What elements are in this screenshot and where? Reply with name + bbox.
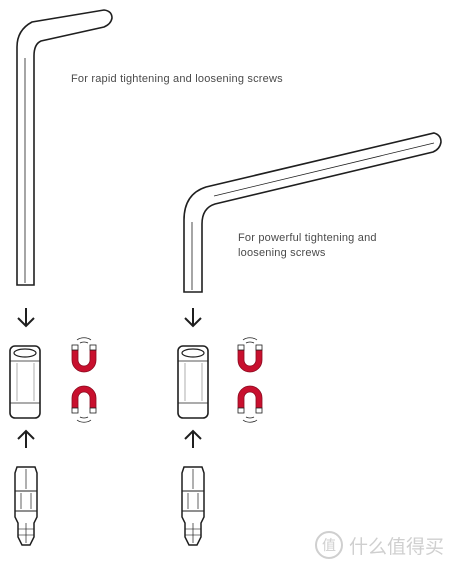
magnet-field-lines-icon [242, 337, 258, 344]
magnetic-sleeve-icon [9, 345, 41, 419]
arrow-up-icon [17, 430, 35, 449]
caption-powerful-line1: For powerful tightening and [238, 232, 377, 244]
watermark-logo-icon: 值 [314, 531, 343, 559]
arrow-down-icon [184, 307, 202, 327]
horseshoe-magnet-icon [237, 344, 263, 373]
arrow-up-icon [184, 430, 202, 449]
short-hex-key-icon [16, 9, 113, 286]
long-hex-key-icon [183, 132, 442, 293]
watermark: 值 什么值得买 [314, 530, 444, 560]
horseshoe-magnet-icon [237, 385, 263, 414]
magnet-field-lines-icon [76, 416, 92, 423]
torx-bit-icon [181, 466, 205, 546]
magnet-top-left [71, 337, 97, 373]
magnet-bottom-right [237, 385, 263, 423]
caption-powerful-line2: loosening screws [238, 247, 326, 259]
magnet-bottom-left [71, 385, 97, 423]
watermark-text: 什么值得买 [348, 535, 444, 558]
caption-rapid: For rapid tightening and loosening screw… [71, 73, 283, 85]
magnet-top-right [237, 337, 263, 373]
magnet-field-lines-icon [76, 337, 92, 344]
horseshoe-magnet-icon [71, 344, 97, 373]
arrow-down-icon [17, 307, 35, 327]
caption-powerful: For powerful tightening and loosening sc… [238, 231, 428, 261]
horseshoe-magnet-icon [71, 385, 97, 414]
magnetic-sleeve-icon [177, 345, 209, 419]
magnet-field-lines-icon [242, 416, 258, 423]
torx-bit-icon [14, 466, 38, 546]
svg-text:值: 值 [322, 538, 336, 554]
